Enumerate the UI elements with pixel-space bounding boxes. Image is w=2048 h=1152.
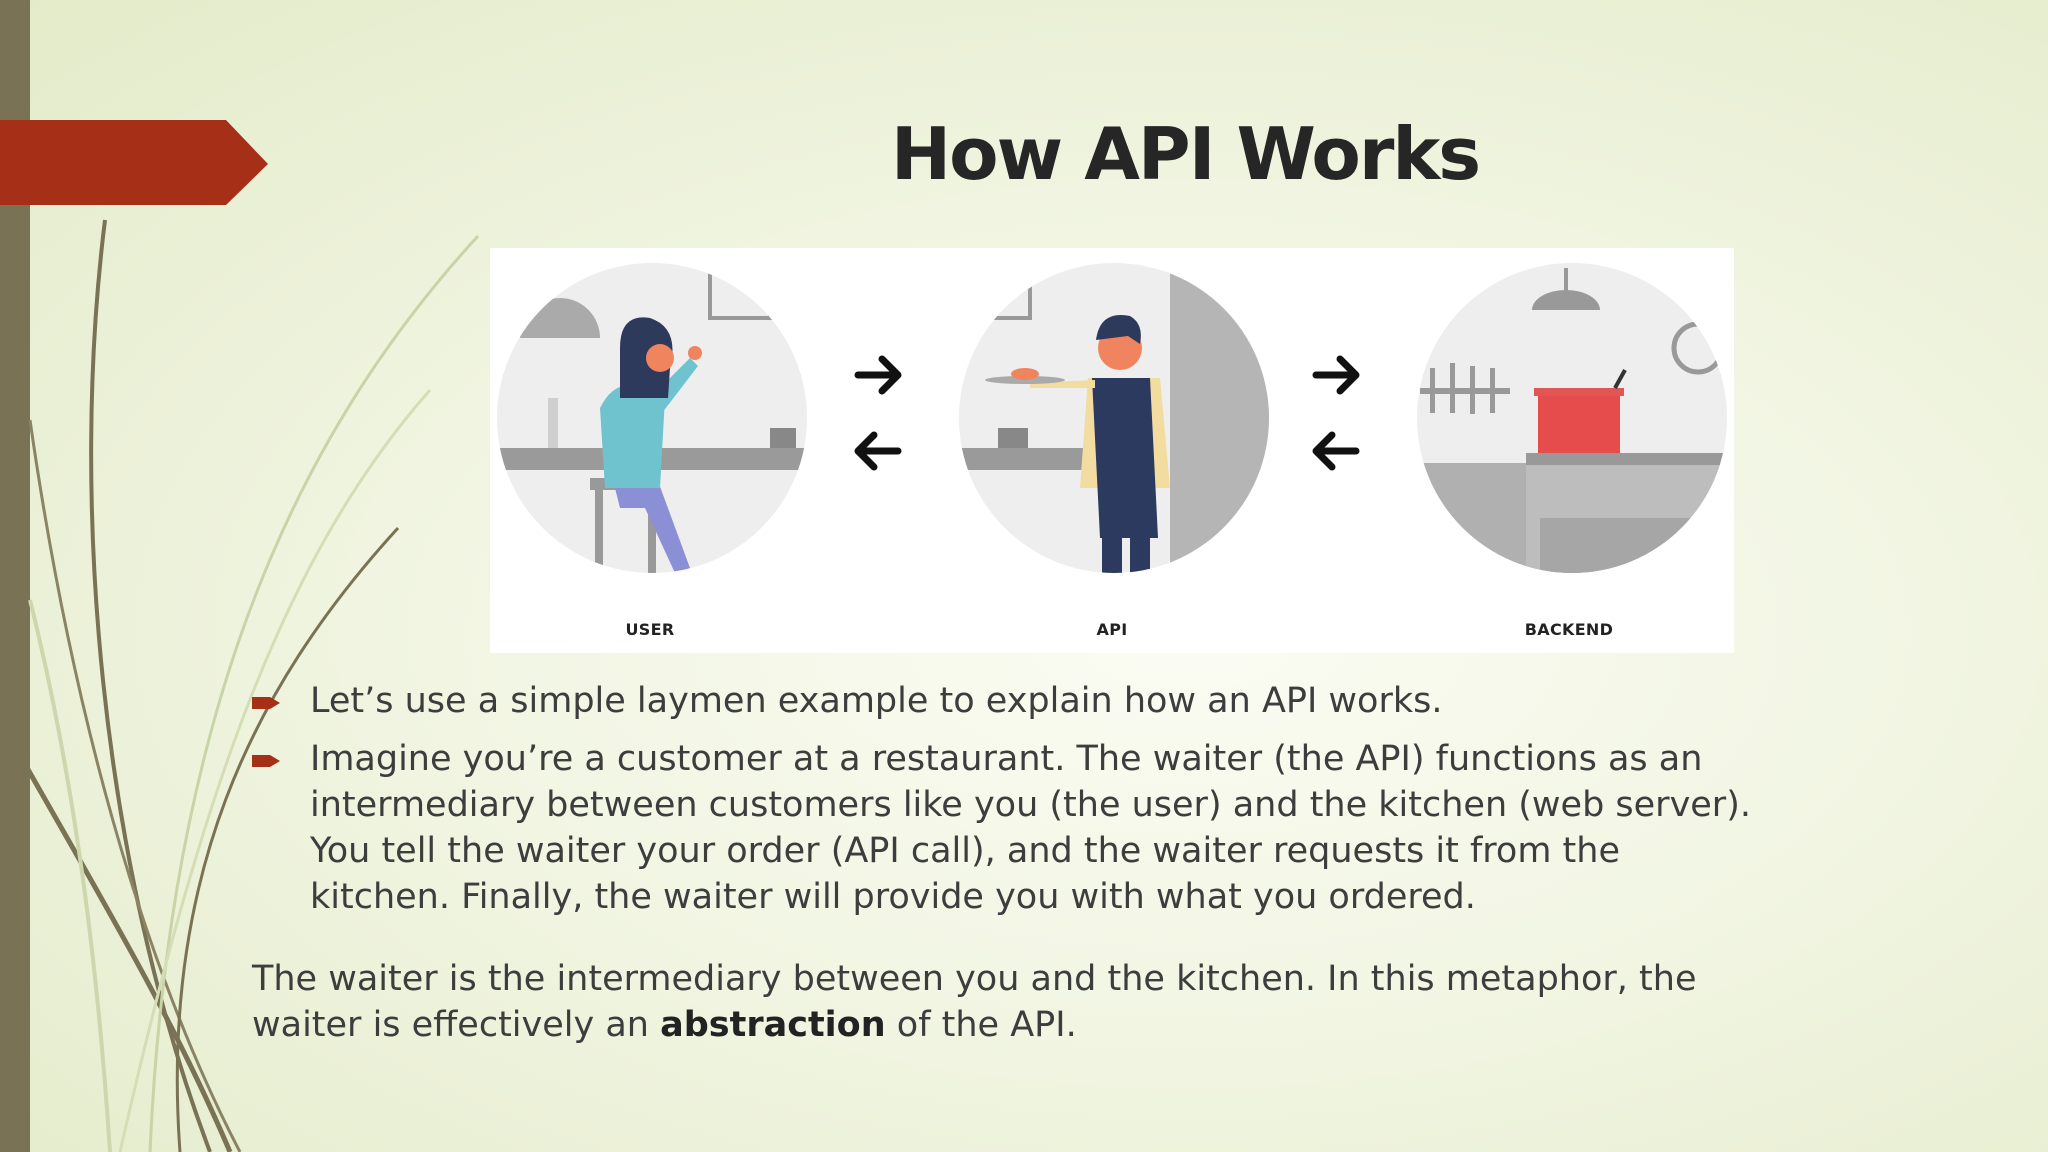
arrow-left-icon [854,431,902,471]
summary-text-before: The waiter is the intermediary between y… [252,959,1697,1045]
user-scene [497,263,807,573]
summary-paragraph: The waiter is the intermediary between y… [252,956,1752,1048]
arrow-left-icon [1312,431,1360,471]
bullet-arrow-icon [252,755,280,767]
bullet-item: Imagine you’re a customer at a restauran… [252,736,1752,920]
arrow-right-icon [1312,355,1360,395]
title-arrow-tab [0,120,268,205]
api-scene [959,263,1269,573]
arrow-right-icon [854,355,902,395]
summary-bold-term: abstraction [660,1005,886,1045]
api-label: API [1096,620,1128,639]
user-label: USER [625,620,675,639]
slide-title: How API Works [890,112,1481,196]
bullet-arrow-icon [252,697,280,709]
bullet-text: Let’s use a simple laymen example to exp… [310,681,1443,721]
backend-label: BACKEND [1524,620,1614,639]
bullet-text: Imagine you’re a customer at a restauran… [310,739,1751,917]
decorative-grass-lines [0,219,480,1152]
bullet-item: Let’s use a simple laymen example to exp… [252,678,1752,724]
api-illustration: USER API BACKEND [490,248,1734,653]
summary-text-after: of the API. [885,1005,1077,1045]
backend-scene [1417,263,1727,573]
restaurant-illustration [497,263,1727,573]
bullet-list: Let’s use a simple laymen example to exp… [252,678,1752,932]
